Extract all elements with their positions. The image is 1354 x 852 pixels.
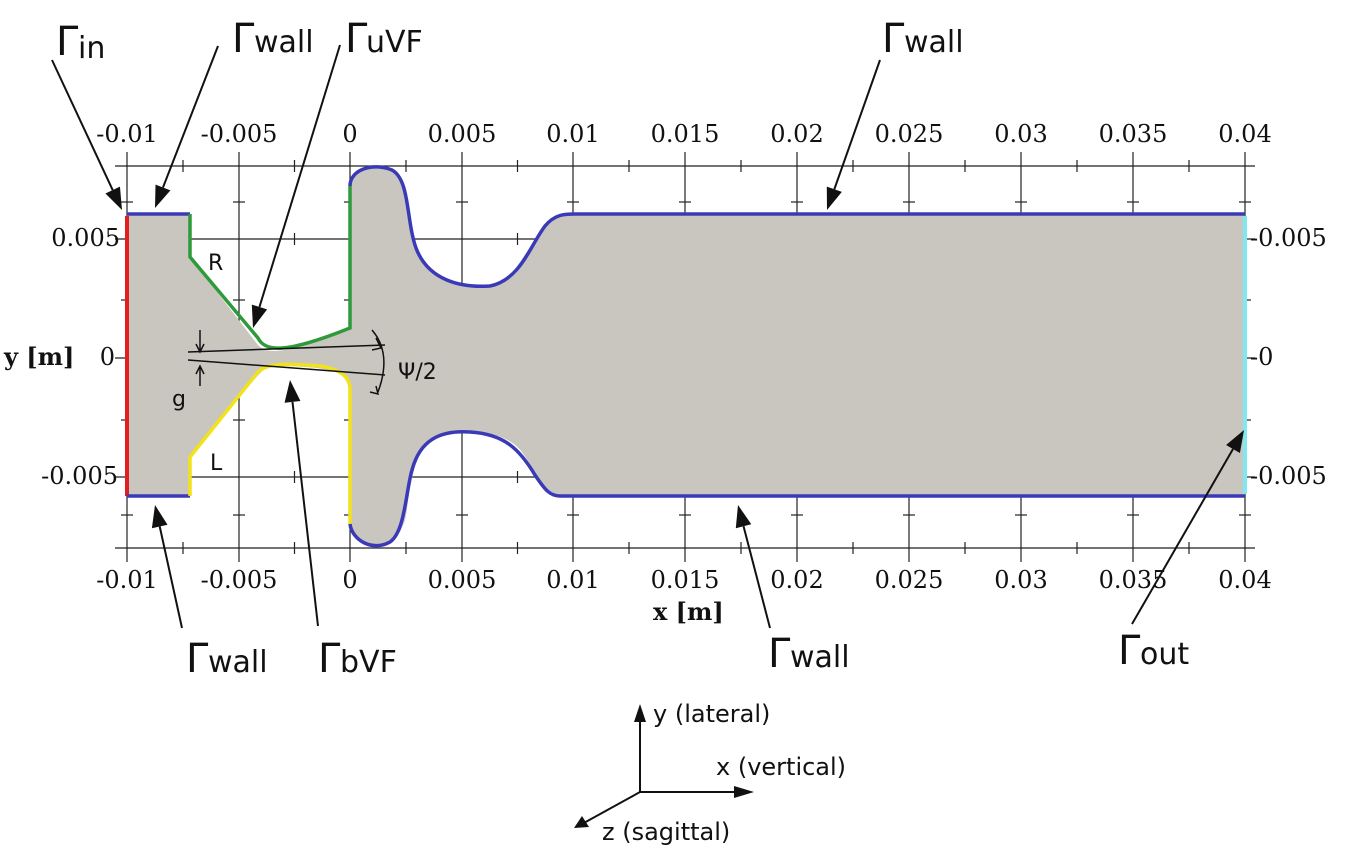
arrow-in	[51, 59, 122, 210]
domain-fill	[127, 166, 1245, 547]
y-tick-left-1: 0	[100, 343, 115, 371]
x-tick-top-5: 0.015	[651, 120, 720, 148]
x-tick-bottom-7: 0.025	[875, 566, 944, 594]
svg-text:Γ: Γ	[345, 16, 368, 62]
y-tick-left-0: 0.005	[51, 224, 120, 252]
arrow-out	[1131, 430, 1244, 625]
x-tick-labels-top: -0.01 -0.005 0 0.005 0.01 0.015 0.02 0.025 0.03 0…	[96, 120, 1271, 148]
x-tick-top-1: -0.005	[201, 120, 278, 148]
label-gamma-out: Γ out	[1118, 628, 1189, 674]
svg-text:Γ: Γ	[186, 636, 209, 682]
svg-text:Γ: Γ	[56, 19, 79, 65]
x-tick-bottom-6: 0.02	[770, 566, 823, 594]
arrow-wall-bottom-right	[735, 505, 771, 629]
coordinate-system	[574, 704, 754, 828]
x-tick-top-7: 0.025	[875, 120, 944, 148]
lower-fold-boundary	[188, 362, 352, 524]
svg-text:Γ: Γ	[1118, 628, 1141, 674]
label-gamma-wall-top-right: Γ wall	[882, 16, 964, 62]
x-axis-label: x [m]	[653, 597, 724, 626]
label-gamma-in: Γ in	[56, 19, 105, 66]
x-tick-bottom-1: -0.005	[201, 566, 278, 594]
label-gamma-bvf: Γ bVF	[318, 636, 397, 682]
x-tick-top-3: 0.005	[428, 120, 497, 148]
x-tick-bottom-9: 0.035	[1099, 566, 1168, 594]
svg-text:uVF: uVF	[366, 25, 423, 60]
x-tick-top-4: 0.01	[546, 120, 599, 148]
gap-annotation	[187, 329, 386, 396]
svg-text:in: in	[78, 31, 105, 66]
x-tick-top-2: 0	[342, 120, 357, 148]
x-tick-bottom-10: 0.04	[1218, 566, 1271, 594]
x-tick-top-8: 0.03	[994, 120, 1047, 148]
svg-text:bVF: bVF	[340, 645, 397, 680]
svg-text:wall: wall	[208, 645, 268, 680]
x-tick-bottom-3: 0.005	[428, 566, 497, 594]
svg-text:wall: wall	[904, 25, 964, 60]
x-tick-bottom-4: 0.01	[546, 566, 599, 594]
wall-bottom-right	[348, 430, 1245, 548]
x-axis-direction-label: x (vertical)	[716, 753, 846, 781]
arrow-wall-top-left	[155, 45, 219, 208]
arrow-bvf	[284, 380, 319, 627]
arrow-wall-bottom-left	[151, 505, 183, 629]
x-tick-top-0: -0.01	[96, 120, 158, 148]
x-tick-bottom-8: 0.03	[994, 566, 1047, 594]
angle-label: Ψ/2	[398, 360, 437, 385]
svg-text:out: out	[1140, 637, 1189, 672]
z-axis-direction-label: z (sagittal)	[602, 818, 730, 846]
label-gamma-uvf: Γ uVF	[345, 16, 423, 62]
x-tick-top-6: 0.02	[770, 120, 823, 148]
x-tick-top-9: 0.035	[1099, 120, 1168, 148]
y-tick-right-0: -0.005	[1250, 224, 1327, 252]
wall-top-right	[348, 165, 1245, 289]
svg-text:Γ: Γ	[882, 16, 905, 62]
svg-text:Γ: Γ	[318, 636, 341, 682]
label-gamma-wall-top-left: Γ wall	[232, 16, 314, 62]
svg-text:wall: wall	[790, 640, 850, 675]
arrow-uvf	[251, 44, 341, 328]
x-tick-bottom-0: -0.01	[96, 566, 158, 594]
svg-text:Γ: Γ	[232, 16, 255, 62]
pointer-arrows	[51, 44, 1244, 629]
label-gamma-wall-bottom-left: Γ wall	[186, 636, 268, 682]
y-tick-right-2: -0.005	[1250, 462, 1327, 490]
x-tick-top-10: 0.04	[1218, 120, 1271, 148]
y-axis-label: y [m]	[3, 342, 74, 371]
x-tick-labels-bottom: -0.01 -0.005 0 0.005 0.01 0.015 0.02 0.025 0.03 0…	[96, 566, 1271, 594]
svg-text:Γ: Γ	[768, 631, 791, 677]
x-tick-bottom-5: 0.015	[651, 566, 720, 594]
y-axis-direction-label: y (lateral)	[653, 700, 770, 728]
right-fold-label: R	[208, 251, 223, 276]
arrow-wall-top-right	[826, 59, 881, 210]
x-tick-bottom-2: 0	[342, 566, 357, 594]
y-tick-left-2: -0.005	[41, 462, 118, 490]
left-fold-label: L	[210, 451, 223, 476]
label-gamma-wall-bottom-right: Γ wall	[768, 631, 850, 677]
gap-label: g	[172, 387, 186, 412]
svg-text:wall: wall	[254, 25, 314, 60]
y-tick-right-1: -0	[1250, 343, 1273, 371]
